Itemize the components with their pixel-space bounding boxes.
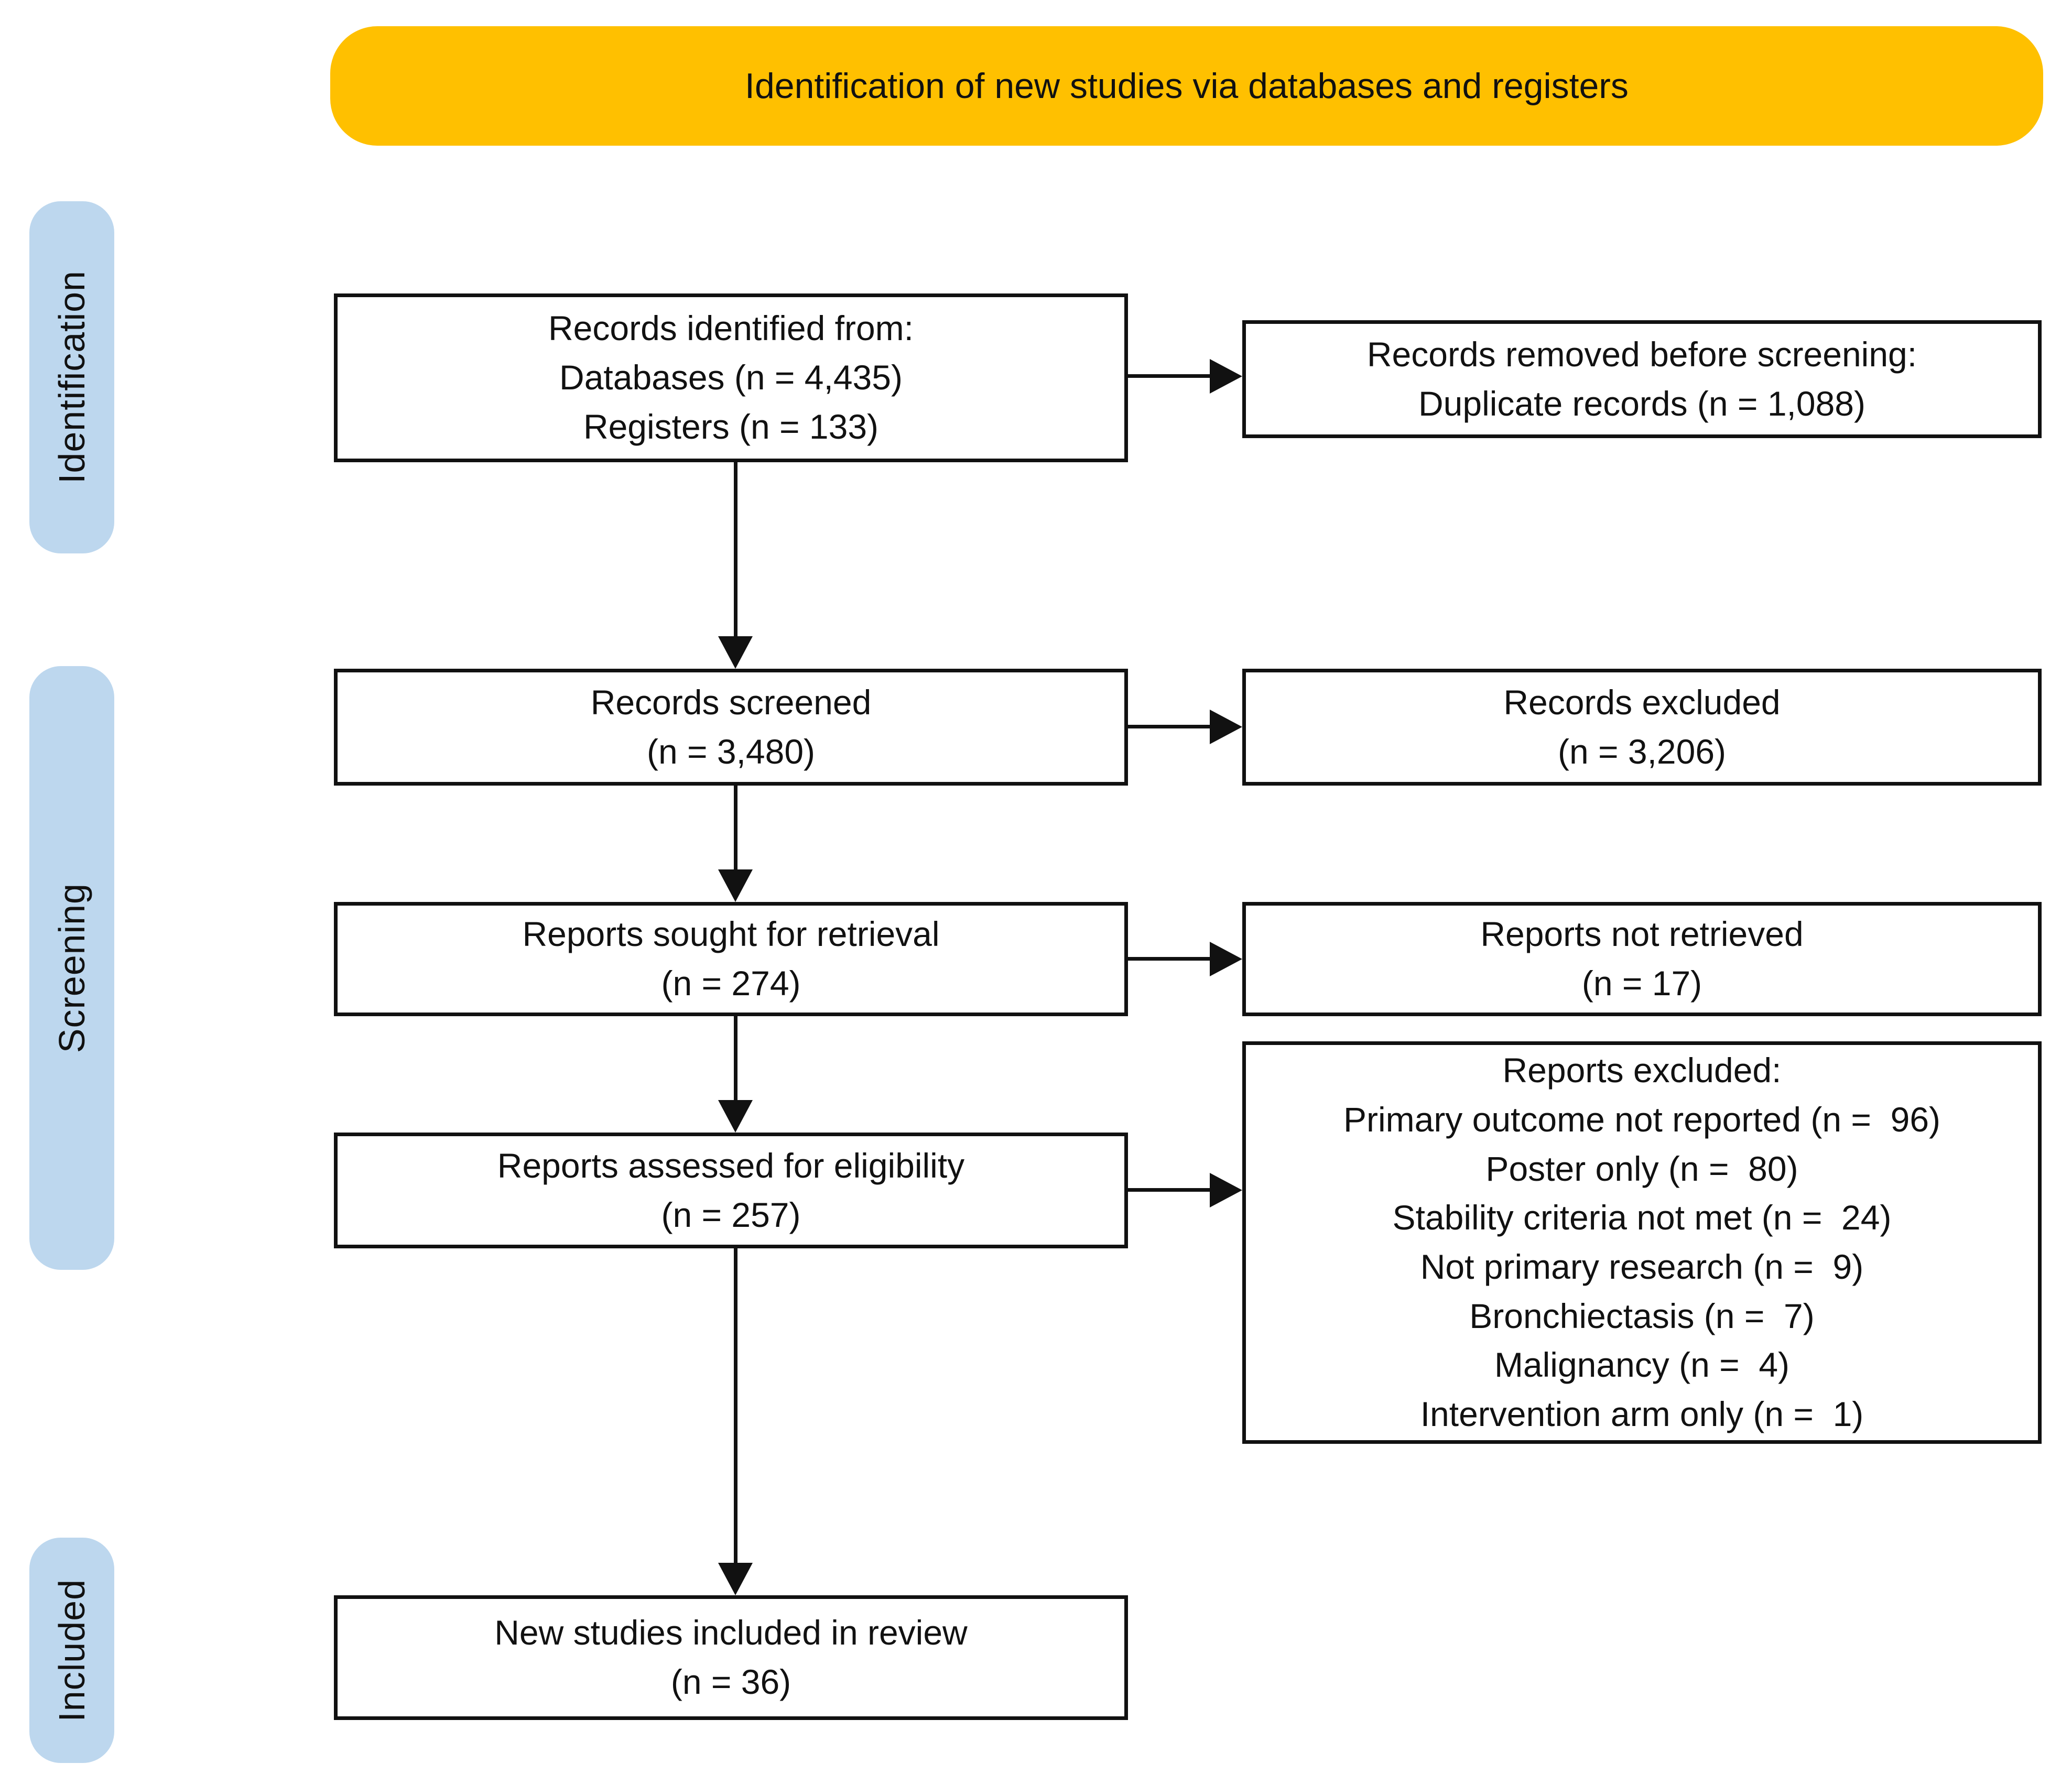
- box-records-removed: Records removed before screening: Duplic…: [1242, 320, 2042, 438]
- arrow-assessed-to-reportsexcluded-head: [1210, 1173, 1242, 1207]
- box-reports-not-retrieved: Reports not retrieved (n = 17): [1242, 902, 2042, 1016]
- arrow-assessed-to-included-head: [718, 1563, 753, 1595]
- arrow-sought-to-assessed-line: [734, 1016, 737, 1101]
- stage-label-screening: Screening: [51, 883, 92, 1053]
- box-records-identified: Records identified from: Databases (n = …: [334, 293, 1128, 462]
- arrow-identified-to-screened-line: [734, 462, 737, 637]
- stage-label-identification: Identification: [51, 270, 92, 484]
- box-new-studies-included: New studies included in review (n = 36): [334, 1595, 1128, 1720]
- arrow-sought-to-assessed-head: [718, 1100, 753, 1133]
- box-reports-excluded: Reports excluded: Primary outcome not re…: [1242, 1041, 2042, 1444]
- box-records-screened: Records screened (n = 3,480): [334, 669, 1128, 786]
- arrow-assessed-to-included-line: [734, 1248, 737, 1564]
- arrow-screened-to-sought-line: [734, 786, 737, 870]
- stage-tab-identification: Identification: [29, 201, 114, 553]
- arrow-screened-to-sought-head: [718, 869, 753, 902]
- box-records-excluded: Records excluded (n = 3,206): [1242, 669, 2042, 786]
- arrow-sought-to-notretrieved-head: [1210, 942, 1242, 976]
- arrow-assessed-to-reportsexcluded-line: [1128, 1188, 1211, 1192]
- arrow-screened-to-excluded-head: [1210, 710, 1242, 744]
- box-reports-sought: Reports sought for retrieval (n = 274): [334, 902, 1128, 1016]
- stage-tab-screening: Screening: [29, 666, 114, 1270]
- stage-label-included: Included: [51, 1579, 92, 1722]
- arrow-identified-to-removed-head: [1210, 359, 1242, 394]
- arrow-identified-to-removed-line: [1128, 374, 1211, 378]
- banner-title: Identification of new studies via databa…: [330, 26, 2043, 146]
- arrow-sought-to-notretrieved-line: [1128, 957, 1211, 961]
- stage-tab-included: Included: [29, 1538, 114, 1763]
- arrow-screened-to-excluded-line: [1128, 725, 1211, 728]
- arrow-identified-to-screened-head: [718, 636, 753, 669]
- box-reports-assessed: Reports assessed for eligibility (n = 25…: [334, 1133, 1128, 1248]
